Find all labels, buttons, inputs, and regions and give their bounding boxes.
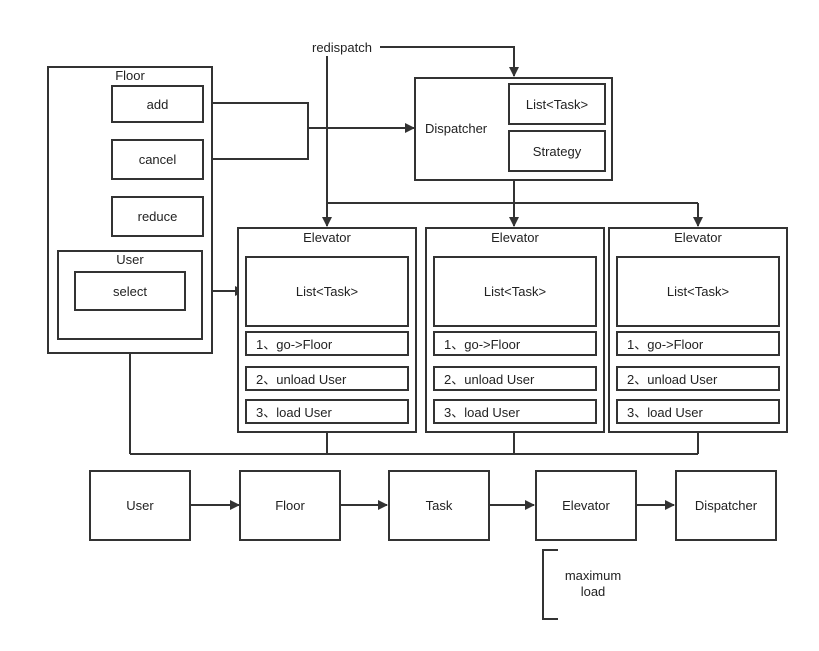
elevator-task-list: List<Task>: [245, 256, 409, 327]
elevator-step-unload: 2、unload User: [616, 366, 780, 391]
elevator-step-load: 3、load User: [616, 399, 780, 424]
floor-title: Floor: [115, 67, 145, 83]
select-button[interactable]: select: [74, 271, 186, 311]
flow-node-elevator: Elevator: [535, 470, 637, 541]
elevator-task-list: List<Task>: [433, 256, 597, 327]
dispatcher-list: List<Task>: [508, 83, 606, 125]
elevator-title: Elevator: [674, 229, 722, 245]
user-title: User: [116, 251, 144, 267]
elevator-step-load: 3、load User: [433, 399, 597, 424]
add-button[interactable]: add: [111, 85, 204, 123]
elevator-step-go: 1、go->Floor: [616, 331, 780, 356]
note-bracket: [542, 549, 558, 620]
dispatcher-strategy: Strategy: [508, 130, 606, 172]
add-connector: [204, 102, 309, 160]
redispatch-arrow: [380, 46, 519, 77]
elevator-step-go: 1、go->Floor: [433, 331, 597, 356]
dispatcher-title: Dispatcher: [425, 121, 488, 136]
flow-node-user: User: [89, 470, 191, 541]
cancel-button[interactable]: cancel: [111, 139, 204, 180]
flow-node-task: Task: [388, 470, 490, 541]
flow-node-floor: Floor: [239, 470, 341, 541]
elevator-title: Elevator: [491, 229, 539, 245]
maximum-load-note: maximum load: [564, 568, 622, 599]
elevator-task-list: List<Task>: [616, 256, 780, 327]
elevator-step-load: 3、load User: [245, 399, 409, 424]
elevator-step-go: 1、go->Floor: [245, 331, 409, 356]
elevator-step-unload: 2、unload User: [245, 366, 409, 391]
flow-node-dispatcher: Dispatcher: [675, 470, 777, 541]
reduce-button[interactable]: reduce: [111, 196, 204, 237]
redispatch-label: redispatch: [312, 40, 372, 55]
elevator-title: Elevator: [303, 229, 351, 245]
elevator-step-unload: 2、unload User: [433, 366, 597, 391]
